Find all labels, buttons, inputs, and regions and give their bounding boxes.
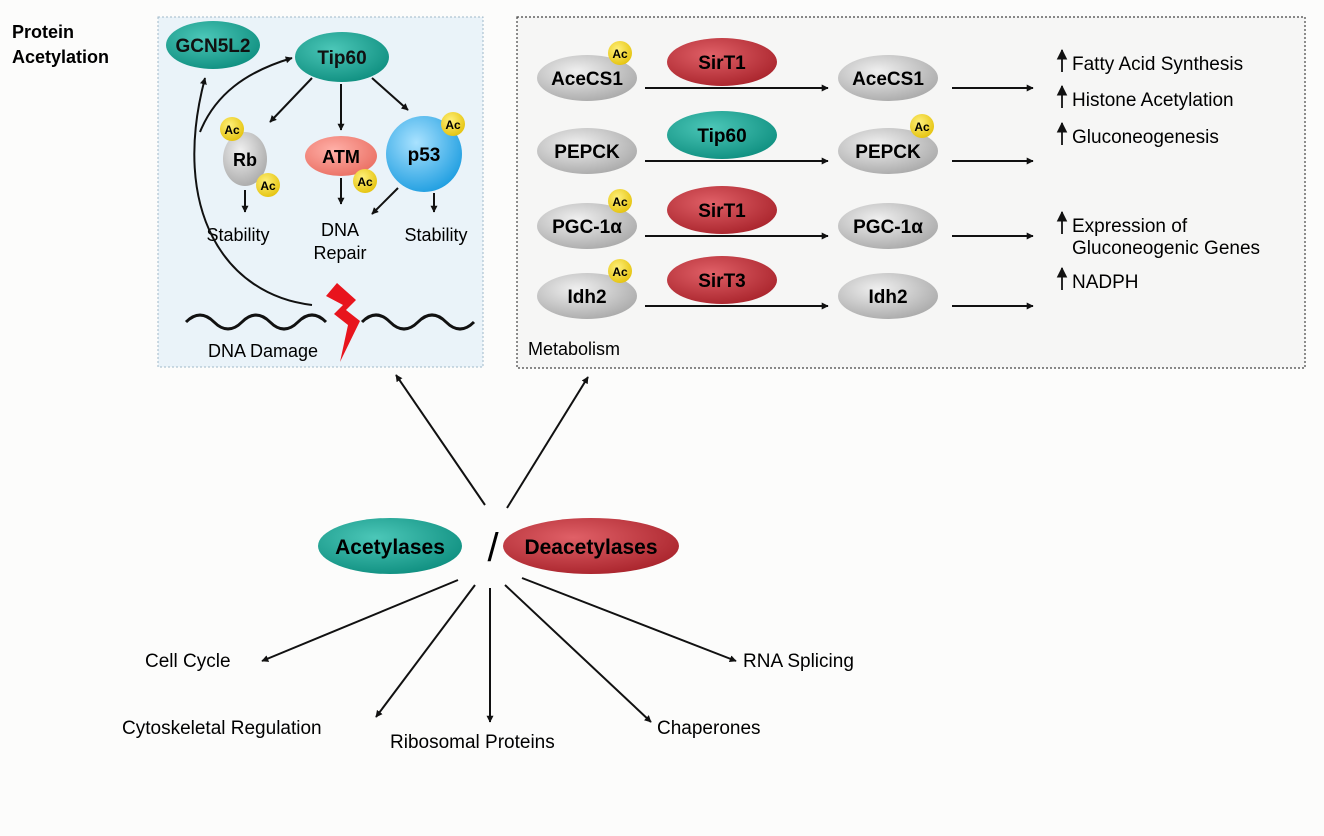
- tip60-node: [295, 32, 389, 82]
- p53-label: p53: [408, 145, 441, 166]
- heading-line1: Protein: [12, 22, 74, 42]
- dna-strand-right: [360, 313, 476, 331]
- acetylases-node: [318, 518, 462, 574]
- deacetylases-node: [503, 518, 679, 574]
- p53-node: [386, 116, 462, 192]
- substrate-label-0: AceCS1: [551, 69, 623, 90]
- atm-label: ATM: [322, 147, 360, 167]
- ac-label: Ac: [612, 195, 628, 209]
- substrate-node-0: [537, 55, 637, 101]
- product-label-0: AceCS1: [852, 69, 924, 90]
- substrate-label-2: PGC-1α: [552, 217, 622, 238]
- ac-label: Ac: [260, 179, 276, 193]
- dna-repair-label-1: DNA: [321, 220, 359, 240]
- product-label-3: Idh2: [868, 287, 907, 308]
- dna-strand-left: [184, 313, 328, 331]
- outcome-label-3-0: NADPH: [1072, 272, 1139, 293]
- chaperones-label: Chaperones: [657, 718, 761, 739]
- ac-label: Ac: [224, 123, 240, 137]
- substrate-label-1: PEPCK: [554, 142, 620, 163]
- ribosomal-label: Ribosomal Proteins: [390, 732, 555, 753]
- heading-line2: Acetylation: [12, 47, 109, 67]
- outcome-label-0-0: Fatty Acid Synthesis: [1072, 54, 1243, 75]
- acetylases-label: Acetylases: [335, 536, 445, 559]
- outcome-label-2-1: Gluconeogenic Genes: [1072, 238, 1260, 259]
- arrow-to-dna-panel: [395, 374, 486, 506]
- arrow-tip60-rb: [269, 77, 313, 123]
- enzyme-node-2: [667, 186, 777, 234]
- enzyme-node-1: [667, 111, 777, 159]
- dna-repair-label-2: Repair: [313, 243, 366, 263]
- arrow-cytoskeletal: [375, 584, 476, 718]
- substrate-node-1: [537, 128, 637, 174]
- substrate-node-3: [537, 273, 637, 319]
- ac-badge-atm: [353, 169, 377, 193]
- arrow-p53-repair: [371, 187, 399, 215]
- lightning-bolt-icon: [326, 283, 360, 362]
- arrow-damage-gcn5l2: [193, 77, 313, 306]
- product-label-2: PGC-1α: [853, 217, 923, 238]
- tip60-label: Tip60: [317, 48, 366, 69]
- substrate-node-2: [537, 203, 637, 249]
- rb-node: [223, 132, 267, 186]
- ac-badge-row-2: [608, 189, 632, 213]
- arrow-rna-splicing: [521, 577, 737, 662]
- cell-cycle-label: Cell Cycle: [145, 651, 231, 672]
- arrow-to-tip60: [199, 56, 293, 133]
- product-node-3: [838, 273, 938, 319]
- outcome-label-1-0: Gluconeogenesis: [1072, 127, 1219, 148]
- cytoskeletal-label: Cytoskeletal Regulation: [122, 718, 322, 739]
- product-node-1: [838, 128, 938, 174]
- ac-badge-row-1: [910, 114, 934, 138]
- enzyme-node-0: [667, 38, 777, 86]
- outcome-label-0-1: Histone Acetylation: [1072, 90, 1234, 111]
- separator-slash: /: [487, 526, 499, 570]
- ac-label: Ac: [612, 47, 628, 61]
- product-node-2: [838, 203, 938, 249]
- ac-label: Ac: [612, 265, 628, 279]
- ac-badge-row-3: [608, 259, 632, 283]
- rb-label: Rb: [233, 150, 257, 170]
- gcn5l2-node: [166, 21, 260, 69]
- ac-badge-rb-bottom: [256, 173, 280, 197]
- outcome-label-2-0: Expression of: [1072, 216, 1188, 237]
- arrow-chaperones: [504, 584, 652, 723]
- enzyme-label-2: SirT1: [698, 201, 746, 222]
- atm-node: [305, 136, 377, 176]
- dna-damage-label: DNA Damage: [208, 341, 318, 361]
- substrate-label-3: Idh2: [567, 287, 606, 308]
- enzyme-label-1: Tip60: [697, 126, 746, 147]
- ac-badge-p53: [441, 112, 465, 136]
- arrow-to-metabolism-panel: [506, 376, 589, 509]
- metabolism-title: Metabolism: [528, 339, 620, 359]
- stability-right-label: Stability: [404, 225, 467, 245]
- ac-label: Ac: [357, 175, 373, 189]
- arrow-tip60-p53: [371, 77, 409, 111]
- product-label-1: PEPCK: [855, 142, 921, 163]
- ac-badge-rb-top: [220, 117, 244, 141]
- dna-damage-panel: GCN5L2 Tip60 Rb Ac Ac ATM Ac p53 Ac Stab…: [157, 16, 484, 368]
- rna-splicing-label: RNA Splicing: [743, 651, 854, 672]
- gcn5l2-label: GCN5L2: [176, 36, 251, 57]
- arrow-cell-cycle: [261, 579, 459, 662]
- ac-badge-row-0: [608, 41, 632, 65]
- enzyme-label-0: SirT1: [698, 53, 746, 74]
- ac-label: Ac: [914, 120, 930, 134]
- enzyme-label-3: SirT3: [698, 271, 746, 292]
- ac-label: Ac: [445, 118, 461, 132]
- product-node-0: [838, 55, 938, 101]
- deacetylases-label: Deacetylases: [524, 536, 657, 559]
- enzyme-node-3: [667, 256, 777, 304]
- stability-left-label: Stability: [206, 225, 269, 245]
